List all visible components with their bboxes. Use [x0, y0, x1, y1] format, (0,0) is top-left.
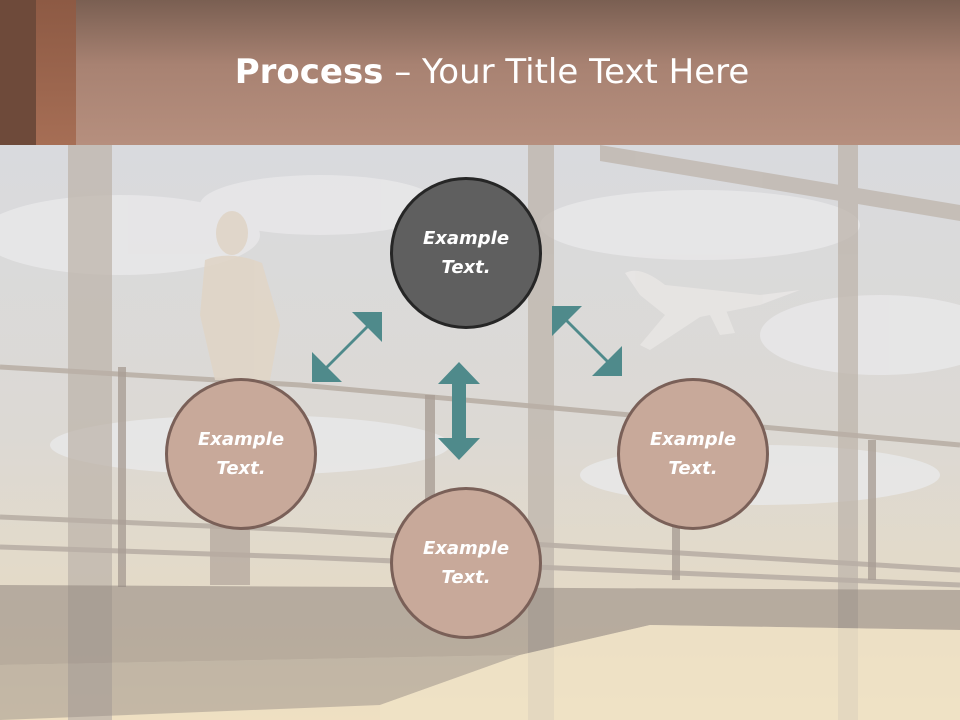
node-right[interactable]: Example Text.: [617, 378, 769, 530]
title-bar: [0, 0, 960, 145]
node-top[interactable]: Example Text.: [390, 177, 542, 329]
node-bottom-label: Example Text.: [422, 538, 510, 588]
header-accent-light: [36, 0, 76, 145]
title-bold: Process: [234, 52, 384, 92]
arrow-left-diagonal: [312, 312, 382, 382]
header-accent-dark: [0, 0, 36, 145]
page-title: Process – Your Title Text Here: [0, 52, 960, 92]
node-top-label: Example Text.: [422, 228, 510, 278]
node-left-label: Example Text.: [197, 429, 285, 479]
node-bottom[interactable]: Example Text.: [390, 487, 542, 639]
node-right-label: Example Text.: [649, 429, 737, 479]
arrow-right-diagonal: [552, 306, 622, 376]
title-rest: – Your Title Text Here: [383, 52, 750, 92]
arrow-vertical: [438, 362, 480, 460]
node-left[interactable]: Example Text.: [165, 378, 317, 530]
